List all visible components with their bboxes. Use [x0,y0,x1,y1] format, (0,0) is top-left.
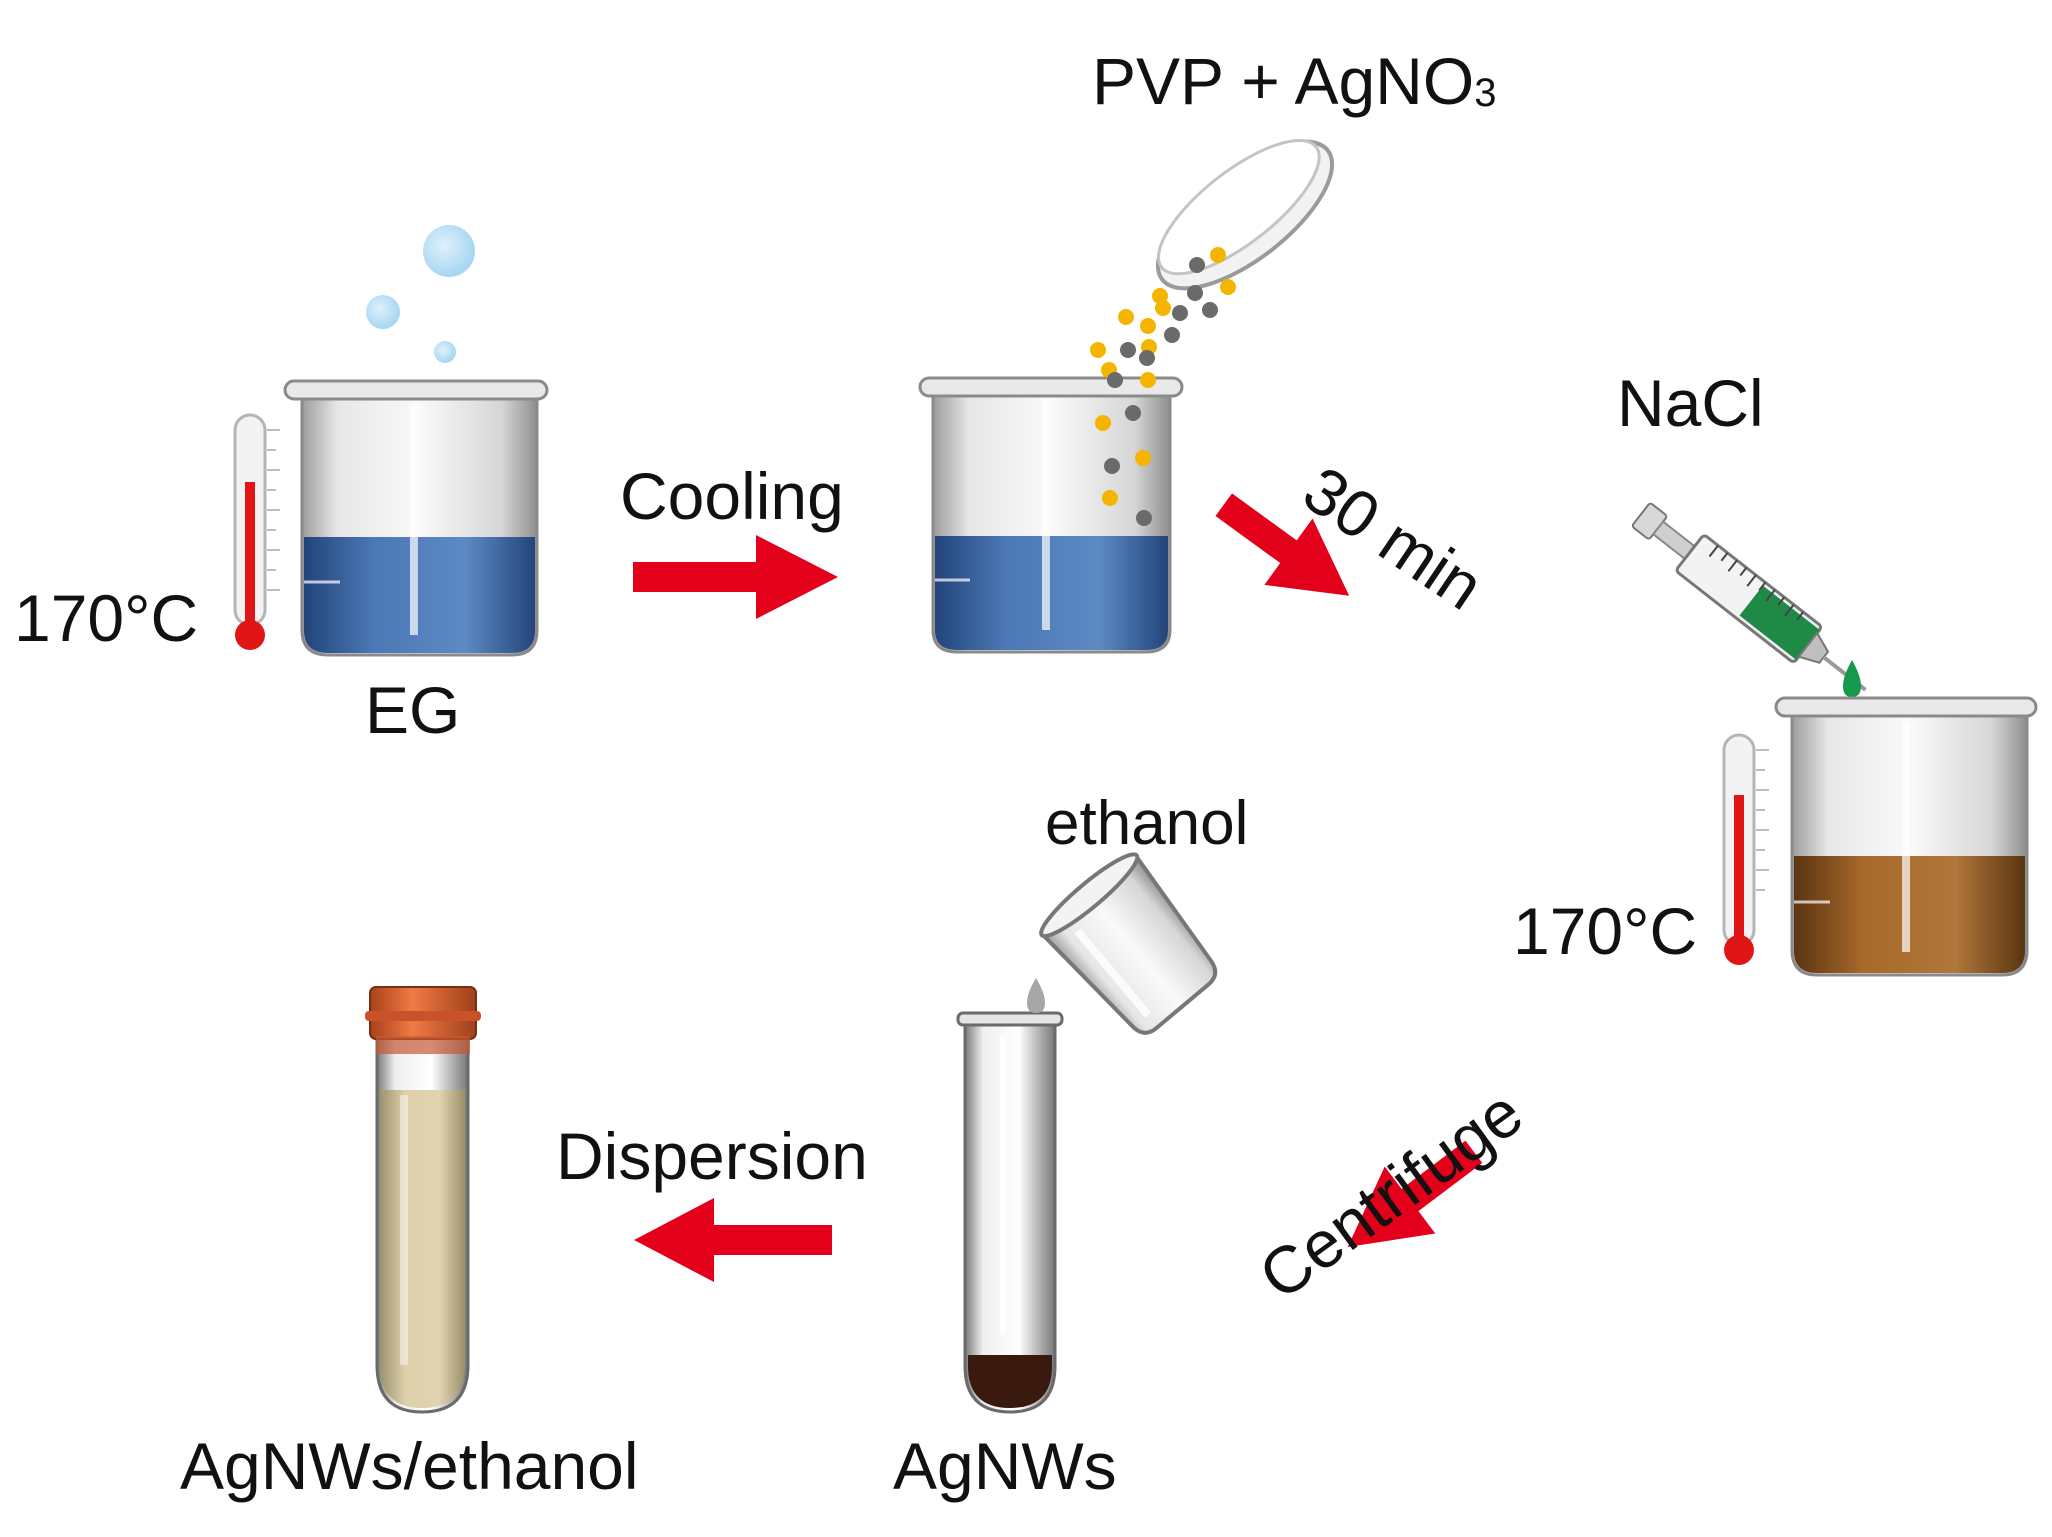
temp-label-left: 170°C [14,581,199,655]
dispersion-label: Dispersion [556,1119,868,1193]
arrow-30-min [1215,493,1350,596]
reaction-beaker-2 [918,376,1184,654]
thermometer-right [1722,733,1769,965]
arrow-centrifuge [1347,1140,1483,1247]
dispersion-liquid [380,1090,465,1408]
eg-liquid [304,537,535,653]
petri-dish [1155,138,1335,291]
arrow-cooling [633,535,838,619]
pvp-agno3-label: PVP + AgNO3 [1092,48,1496,114]
arrow-dispersion [634,1198,832,1282]
nacl-label: NaCl [1617,366,1764,440]
temp-label-right: 170°C [1513,894,1698,968]
eg-liquid [935,536,1168,650]
beaker-rim [283,379,549,401]
bubble-small [434,341,456,363]
orange-cap [365,986,481,1054]
glass-highlight [1902,722,1910,952]
bubble-large [423,225,475,277]
agnws-test-tube [956,1011,1064,1414]
glass-highlight [410,405,418,635]
reaction-beaker-3 [1774,696,2038,977]
nacl-drop [1843,660,1861,697]
ethanol-cup [1039,852,1218,1035]
bubble-medium [366,295,400,329]
beaker-rim [1774,696,2038,718]
agnws-ethanol-label: AgNWs/ethanol [180,1429,639,1503]
pvp-agno3-subscript: 3 [1474,71,1497,115]
ethanol-label: ethanol [1045,789,1249,858]
ethanol-drop [1027,978,1045,1013]
eg-beaker [283,225,549,657]
pvp-agno3-particles [1090,247,1236,526]
agnws-sediment [968,1355,1052,1408]
glass-highlight [1042,400,1050,630]
cooling-label: Cooling [620,459,844,533]
agnws-ethanol-tube [365,986,481,1414]
agnws-label: AgNWs [893,1429,1117,1503]
eg-label: EG [365,673,461,747]
pvp-agno3-text: PVP + AgNO [1092,44,1475,118]
thermometer-left [233,413,280,650]
nacl-syringe [1631,502,1867,692]
